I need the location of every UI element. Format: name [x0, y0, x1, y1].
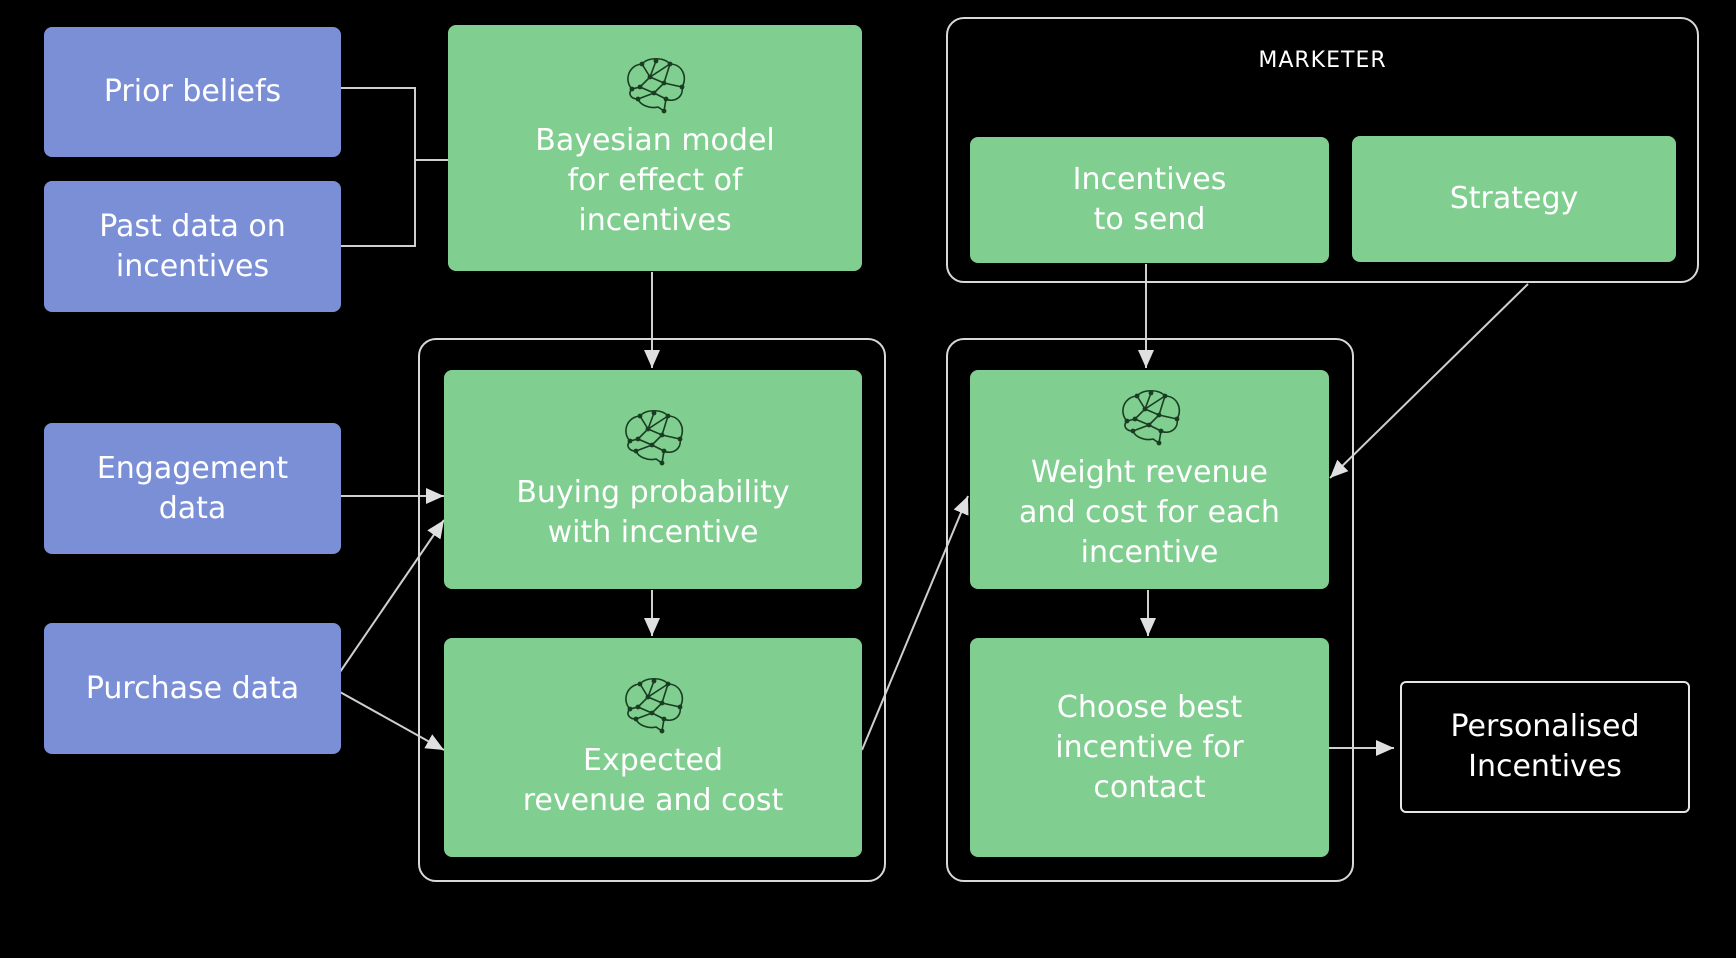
arrow-purchase-to-expected	[339, 691, 445, 751]
weight-revenue-box: Weight revenue and cost for each incenti…	[970, 370, 1329, 589]
expected-revenue-box: Expected revenue and cost	[444, 638, 862, 857]
marketer-title: MARKETER	[1258, 48, 1387, 73]
weight-revenue-label: Weight revenue and cost for each incenti…	[1019, 454, 1280, 570]
decision-group	[946, 338, 1354, 882]
personalised-incentives-label: Personalised Incentives	[1450, 709, 1640, 784]
incentives-to-send-box: Incentives to send	[970, 137, 1329, 263]
expected-revenue-label: Expected revenue and cost	[522, 742, 784, 818]
bayesian-model-label: Bayesian model for effect of incentives	[535, 123, 775, 238]
past-data-box: Past data on incentives	[44, 181, 341, 312]
bracket-connector	[340, 87, 448, 247]
buying-probability-label: Buying probability with incentive	[516, 474, 790, 550]
purchase-data-box: Purchase data	[44, 623, 341, 754]
arrow-purchase-to-buying	[339, 519, 445, 673]
prediction-group	[418, 338, 886, 882]
personalised-incentives-box: Personalised Incentives	[1400, 681, 1690, 813]
brain-network-icon	[627, 57, 686, 114]
strategy-label: Strategy	[1449, 181, 1579, 216]
marketer-group	[946, 17, 1699, 283]
purchase-data-label: Purchase data	[85, 670, 300, 706]
incentives-to-send-label: Incentives to send	[1072, 162, 1227, 237]
brain-network-icon	[1121, 389, 1180, 445]
engagement-data-box: Engagement data	[44, 423, 341, 554]
brain-network-icon	[625, 409, 684, 465]
buying-probability-box: Buying probability with incentive	[444, 370, 862, 589]
bayesian-model-box: Bayesian model for effect of incentives	[448, 25, 862, 271]
brain-network-icon	[625, 677, 684, 733]
choose-best-label: Choose best incentive for contact	[1055, 689, 1244, 805]
prior-beliefs-label: Prior beliefs	[103, 74, 282, 109]
arrow-expected-to-weight	[861, 495, 969, 751]
engagement-data-label: Engagement data	[96, 450, 289, 526]
past-data-label: Past data on incentives	[99, 208, 286, 284]
strategy-box: Strategy	[1352, 136, 1676, 262]
arrow-strategy-to-weight	[1329, 283, 1529, 479]
prior-beliefs-box: Prior beliefs	[44, 27, 341, 157]
choose-best-box: Choose best incentive for contact	[970, 638, 1329, 857]
